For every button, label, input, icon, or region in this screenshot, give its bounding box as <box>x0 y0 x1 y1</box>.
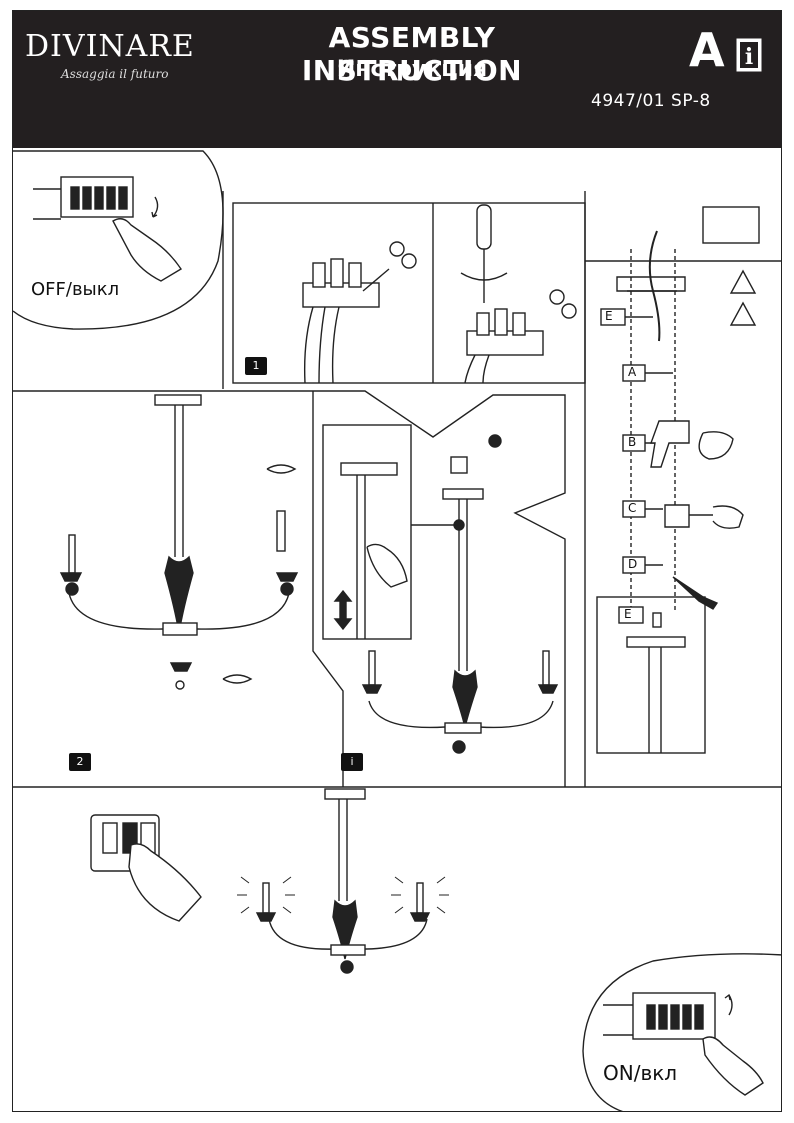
page-title: ASSEMBLY INSTRUCTION <box>301 21 523 87</box>
svg-text:i: i <box>745 44 753 70</box>
hand-icon <box>128 843 202 922</box>
drill-icon <box>650 420 690 468</box>
hand-icon <box>702 1036 764 1096</box>
light-rays-icon <box>237 876 449 914</box>
mount-letter-e: E <box>605 309 613 323</box>
step2-chandelier <box>59 394 299 690</box>
mount-letter-e-lower: E <box>624 607 632 621</box>
no-tools-icon <box>702 206 760 244</box>
warning-icon <box>729 269 757 294</box>
mount-letter-a: A <box>628 365 637 379</box>
double-arrow-icon <box>333 589 353 631</box>
section-letter: A <box>689 23 725 77</box>
arrow-up-icon <box>724 993 733 1016</box>
header-bar: DIVINARE Assaggia il futuro ASSEMBLY INS… <box>13 11 781 148</box>
on-switch-diagram <box>582 953 781 1111</box>
breaker-switch-icon <box>646 1004 704 1030</box>
rotate-arrow-icon <box>222 674 253 684</box>
mount-letter-b: B <box>628 435 637 449</box>
off-switch-label: OFF/выкл <box>31 279 120 300</box>
hand-icon <box>366 543 408 588</box>
step-2-badge: 2 <box>69 753 91 771</box>
rotate-arrow-icon <box>460 272 508 281</box>
model-code: 4947/01 SP-8 <box>591 91 711 111</box>
brand-logo: DIVINARE <box>25 29 195 64</box>
assembly-drawing <box>13 150 781 1111</box>
breaker-switch-icon <box>70 186 128 210</box>
screwdriver-icon <box>672 576 719 610</box>
brand-tagline: Assaggia il futuro <box>61 67 169 81</box>
arrow-down-icon <box>151 196 159 218</box>
mounting-column <box>596 206 760 754</box>
instruction-page: DIVINARE Assaggia il futuro ASSEMBLY INS… <box>12 10 782 1112</box>
final-panel <box>90 788 449 974</box>
mount-letter-d: D <box>628 557 638 571</box>
off-switch-diagram <box>13 150 224 330</box>
page-subtitle: Инструкция <box>336 57 488 82</box>
info-badge: i <box>341 753 363 771</box>
info-panel <box>322 424 559 754</box>
step-1-badge: 1 <box>245 357 267 375</box>
rotate-arrow-icon <box>266 464 297 474</box>
info-book-icon: i <box>736 38 762 72</box>
step1-panel <box>232 202 586 384</box>
hand-icon <box>112 218 182 282</box>
electric-hazard-icon <box>729 301 757 326</box>
on-switch-label: ON/вкл <box>603 1061 678 1085</box>
mount-letter-c: C <box>628 501 637 515</box>
